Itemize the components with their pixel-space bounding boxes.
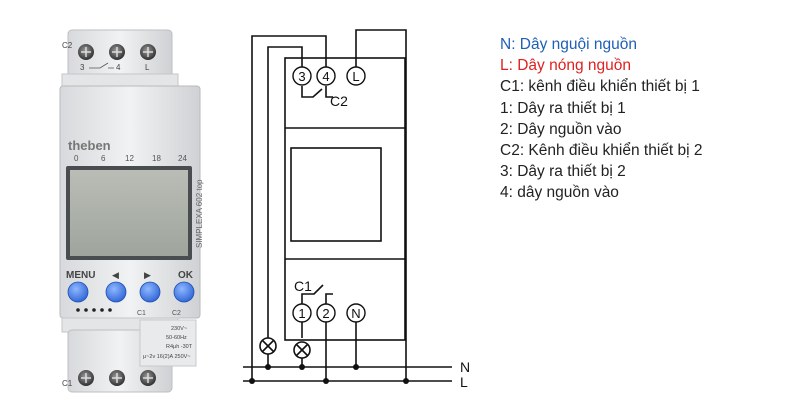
wire-terminal-3 bbox=[267, 46, 303, 338]
terminal-label-1: 1 bbox=[298, 306, 305, 321]
scale-label: 18 bbox=[152, 154, 161, 163]
bottom-terminal-label: C1 bbox=[62, 379, 73, 388]
device-brand: theben bbox=[68, 138, 111, 153]
terminal-l bbox=[346, 66, 366, 86]
contact-c2-symbol bbox=[301, 86, 323, 98]
legend-item-n: N: Dây nguội nguồn bbox=[500, 36, 638, 53]
legend-item-2: 2: Dây nguồn vào bbox=[500, 120, 622, 138]
wire-terminal-4 bbox=[251, 35, 327, 381]
scale-label: 0 bbox=[74, 154, 79, 163]
legend-item-c2: C2: Kênh điều khiển thiết bị 2 bbox=[500, 142, 703, 160]
top-terminal-label: C2 bbox=[62, 41, 73, 50]
legend-list: N: Dây nguội nguồn L: Dây nóng nguồn C1:… bbox=[500, 34, 703, 204]
ok-button bbox=[173, 281, 195, 303]
left-button bbox=[105, 281, 127, 303]
contact-c1-symbol bbox=[301, 284, 324, 304]
terminal-label-l: L bbox=[352, 69, 359, 84]
top-terminal-number: 3 bbox=[80, 63, 85, 72]
terminal-label-2: 2 bbox=[322, 306, 329, 321]
scale-label: 24 bbox=[178, 154, 187, 163]
top-terminal-number: 4 bbox=[116, 63, 121, 72]
terminal-3 bbox=[292, 66, 312, 86]
wire-terminal-l bbox=[355, 29, 407, 381]
lcd-screen bbox=[70, 170, 188, 256]
spec-line: 230V~ bbox=[171, 326, 187, 332]
spec-line: R4μh -30T bbox=[166, 344, 193, 350]
terminal-n bbox=[346, 303, 366, 323]
terminal-label-3: 3 bbox=[298, 69, 305, 84]
bus-label-n: N bbox=[460, 359, 470, 375]
top-contact-symbol bbox=[89, 62, 114, 69]
channel-label-c2: C2 bbox=[172, 310, 181, 317]
spec-line: μ~2v 16(2)A 250V~ bbox=[143, 354, 191, 360]
spec-line: 50-60Hz bbox=[166, 335, 187, 341]
right-button-label: ▶ bbox=[144, 271, 151, 281]
ok-button-label: OK bbox=[178, 270, 194, 281]
right-button bbox=[139, 281, 161, 303]
scale-label: 6 bbox=[101, 154, 106, 163]
terminal-label-4: 4 bbox=[322, 69, 329, 84]
contact-label-c2: C2 bbox=[330, 93, 348, 109]
lamp-load-1 bbox=[293, 341, 311, 359]
device-outline-display bbox=[290, 147, 382, 242]
left-button-label: ◀ bbox=[112, 271, 119, 281]
bus-label-l: L bbox=[460, 374, 468, 390]
terminal-label-n: N bbox=[351, 306, 360, 321]
junction-dots bbox=[249, 364, 409, 384]
wiring-diagram bbox=[243, 29, 452, 382]
legend-item-c1: C1: kênh điều khiển thiết bị 1 bbox=[500, 78, 700, 96]
spec-label-plate bbox=[139, 319, 197, 367]
channel-label-c1: C1 bbox=[137, 310, 146, 317]
legend-item-3: 3: Dây ra thiết bị 2 bbox=[500, 163, 626, 181]
scale-label: 12 bbox=[125, 154, 134, 163]
terminal-4 bbox=[316, 66, 336, 86]
menu-button-label: MENU bbox=[66, 270, 95, 281]
terminal-2 bbox=[316, 303, 336, 323]
legend-item-1: 1: Dây ra thiết bị 1 bbox=[500, 99, 626, 117]
indicator-dots bbox=[76, 308, 112, 312]
menu-button bbox=[67, 281, 89, 303]
timer-device: C2 3 4 L theben 0 6 12 18 24 SIMPLEXA 60… bbox=[59, 29, 204, 393]
contact-label-c1: C1 bbox=[294, 278, 312, 294]
legend-item-l: L: Dây nóng nguồn bbox=[500, 57, 631, 75]
top-terminal-number: L bbox=[145, 63, 150, 72]
device-model: SIMPLEXA 602 top bbox=[195, 179, 204, 248]
terminal-1 bbox=[292, 303, 312, 323]
lamp-load-2 bbox=[259, 337, 277, 355]
device-outline bbox=[284, 57, 406, 341]
legend-item-4: 4: dây nguồn vào bbox=[500, 184, 619, 202]
